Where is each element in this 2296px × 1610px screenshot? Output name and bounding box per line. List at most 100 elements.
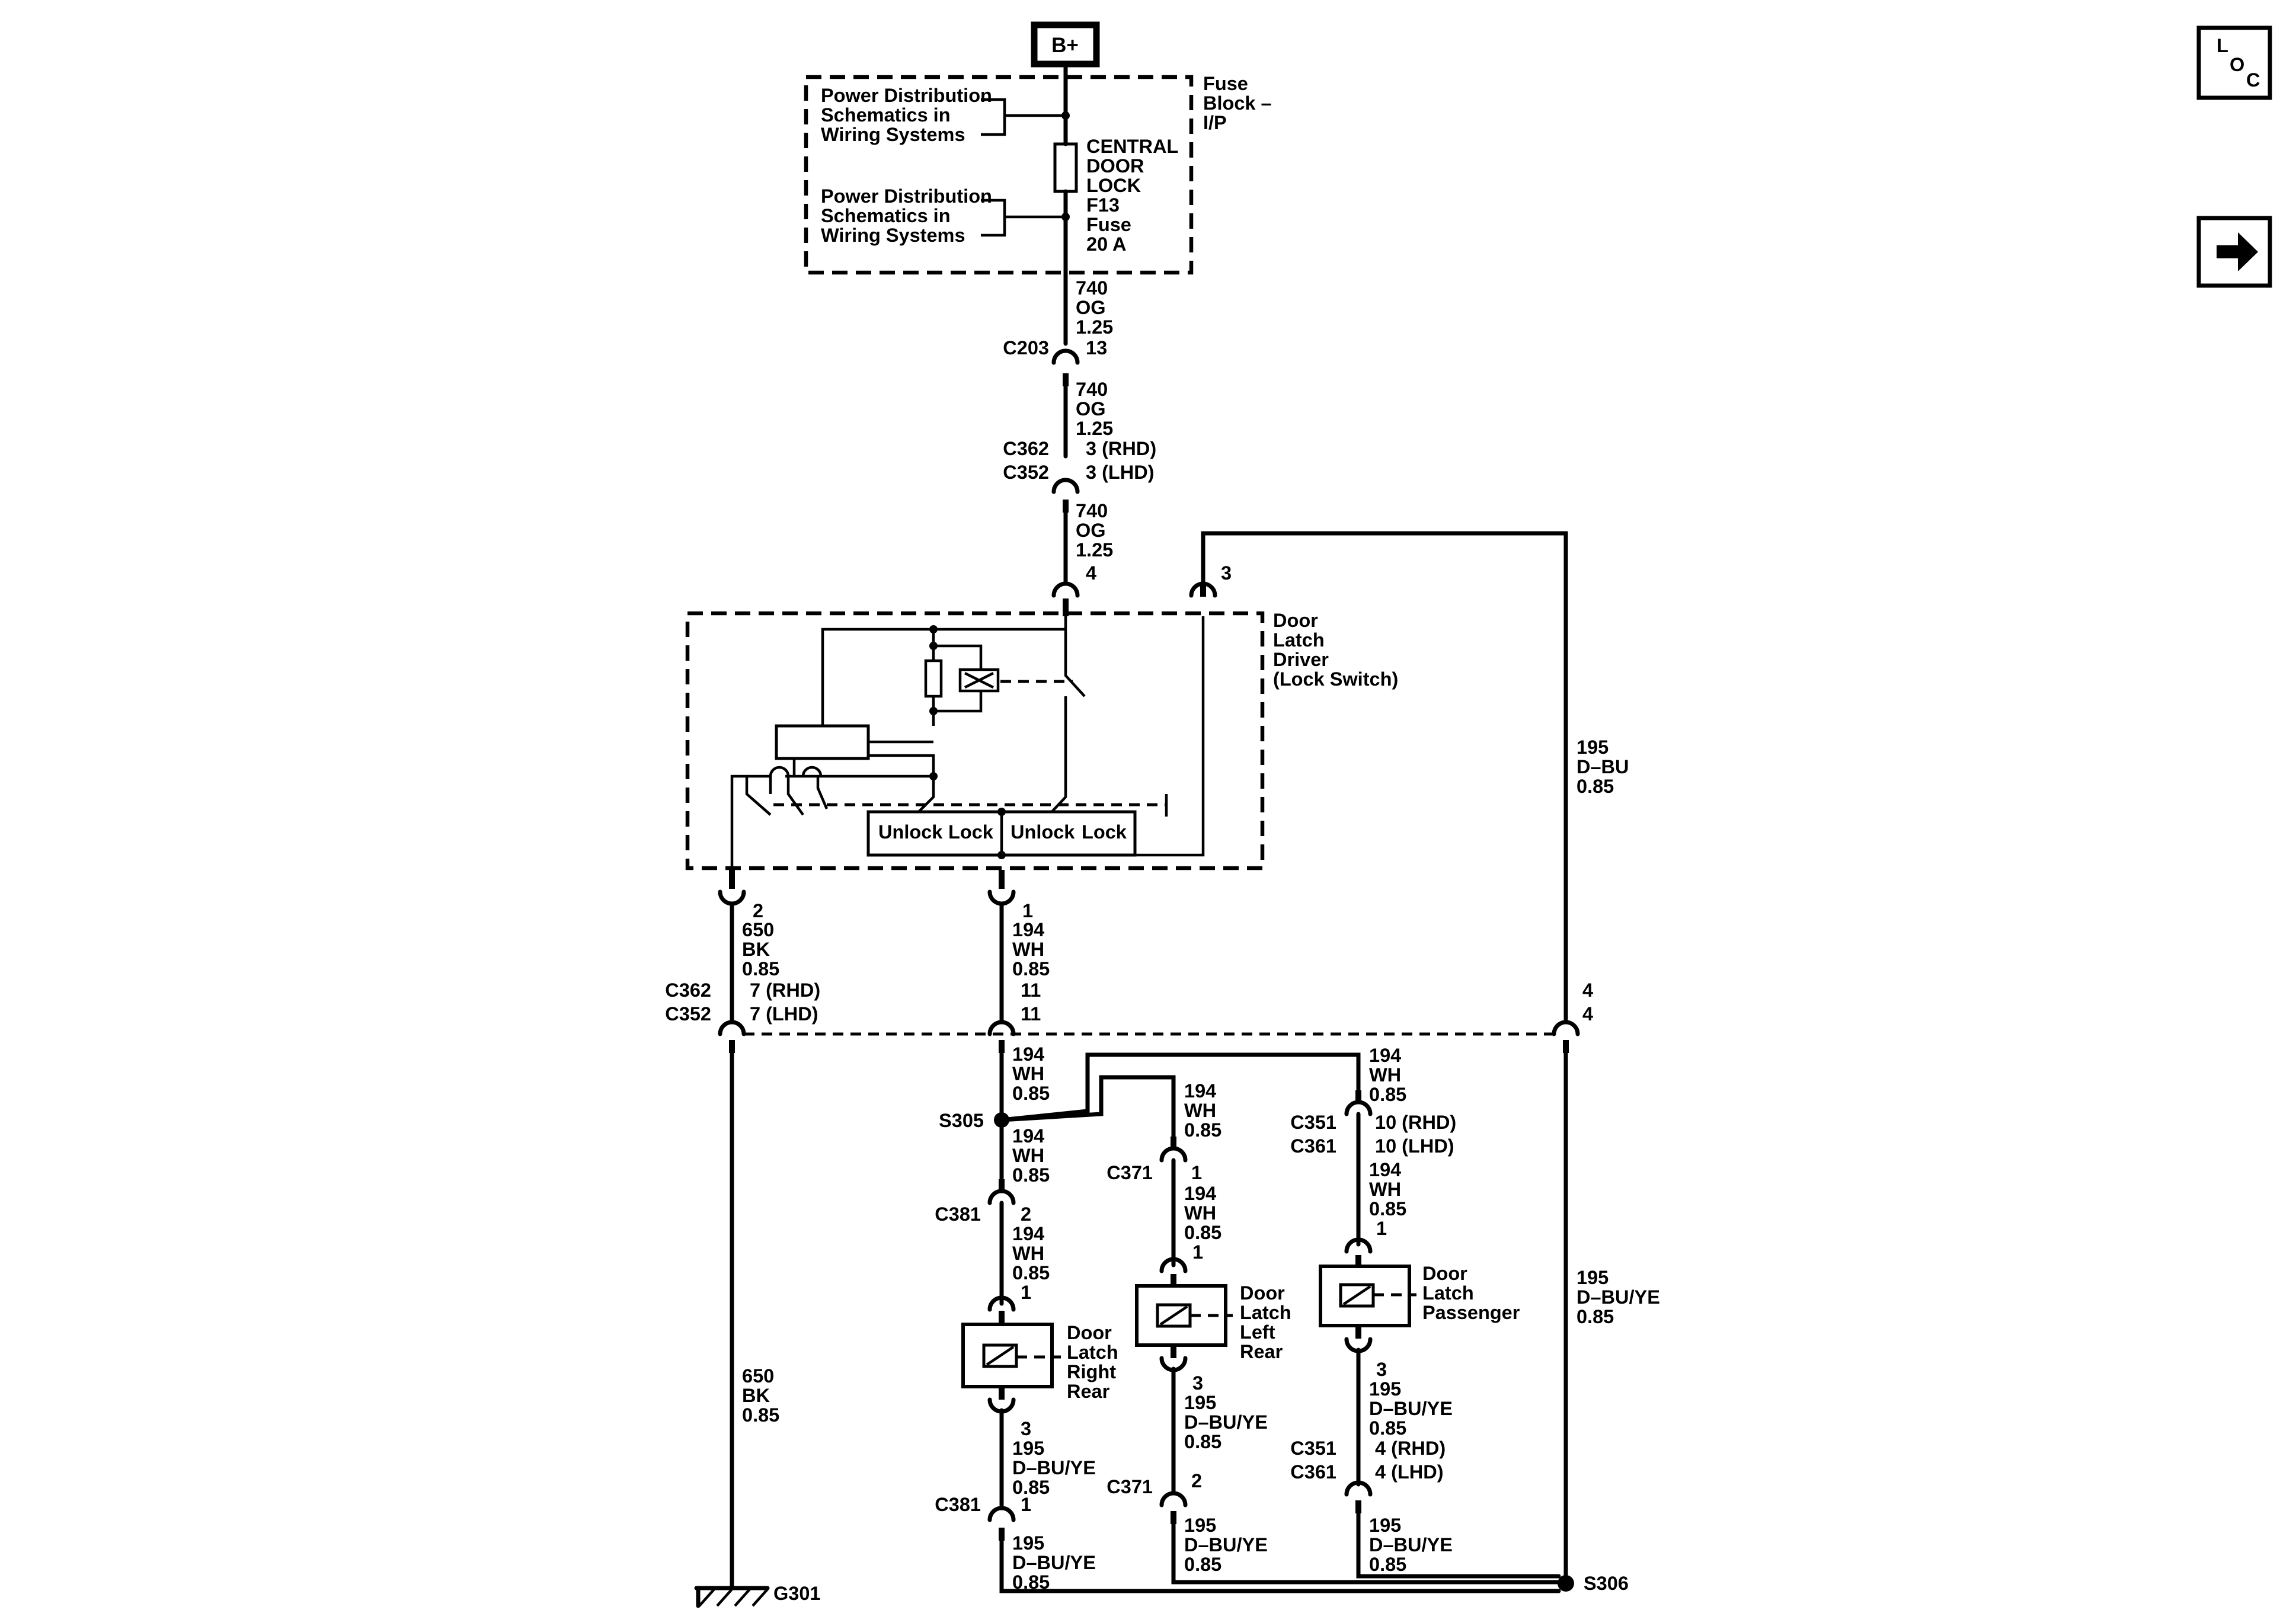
c351-upper-pin: 10 (RHD)	[1375, 1112, 1456, 1133]
p-pin3: 3	[1376, 1359, 1387, 1380]
power-distribution-ref-2: Power Distribution Schematics in Wiring …	[821, 185, 997, 246]
connector-c203: C203 13	[1003, 337, 1107, 386]
loc-letter-o: O	[2230, 54, 2244, 75]
wire-195-rr-label-b: 195 D–BU/YE 0.85	[1012, 1532, 1101, 1593]
c351-lower-label: C351	[1290, 1438, 1336, 1459]
fuse-block: Fuse Block – I/P Power Distribution Sche…	[804, 73, 1277, 275]
rr-pin3: 3	[1021, 1418, 1031, 1439]
connector-c362-c352-lower: C362 C352 7 (RHD) 7 (LHD) 11 11 4 4	[665, 980, 1593, 1053]
branch-left-rear: C371 1 194 WH 0.85 1 Door Latch Left Rea…	[1107, 1137, 1561, 1585]
c381-upper-pin: 2	[1021, 1204, 1031, 1225]
c362-upper-label: C362	[1003, 438, 1049, 459]
c352-upper-label: C352	[1003, 462, 1049, 483]
c352-lower-label: C352	[665, 1003, 711, 1025]
c352-lower-pin-a: 7 (LHD)	[750, 1003, 818, 1025]
driver-pin3: 3	[1221, 562, 1232, 584]
fuse-block-name: Fuse Block – I/P	[1203, 73, 1277, 133]
lr-pin3: 3	[1192, 1372, 1203, 1394]
loc-icon[interactable]: L O C	[2196, 25, 2272, 100]
wire-195-lr-label-b: 195 D–BU/YE 0.85	[1184, 1515, 1273, 1575]
c361-lower-label: C361	[1290, 1461, 1336, 1483]
ground-g301: G301	[694, 1583, 821, 1608]
wire-195-dbu-label: 195 D–BU 0.85	[1576, 737, 1635, 797]
c362-lower-pin-b: 11	[1021, 980, 1041, 1001]
wire-195-dbuye-label: 195 D–BU/YE 0.85	[1576, 1267, 1665, 1327]
c361-upper-label: C361	[1290, 1135, 1336, 1157]
wire-194-label-b: 194 WH 0.85	[1012, 1044, 1050, 1104]
c381-lower-pin: 1	[1021, 1494, 1031, 1515]
c352-lower-pin-b: 11	[1021, 1003, 1041, 1025]
c381-upper-label: C381	[935, 1204, 981, 1225]
driver-pin4: 4	[1086, 562, 1096, 584]
door-latch-passenger-label: Door Latch Passenger	[1422, 1263, 1520, 1323]
c381-lower-label: C381	[935, 1494, 981, 1515]
c203-pin: 13	[1086, 337, 1107, 359]
lr-pin1: 1	[1192, 1241, 1203, 1263]
switch-label-unlock-2: Unlock	[1011, 821, 1075, 843]
branch-passenger: C351 C361 10 (RHD) 10 (LHD) 194 WH 0.85 …	[1290, 1090, 1561, 1579]
wire-740-label-b: 740 OG 1.25	[1076, 379, 1113, 439]
fuse-f13-label: CENTRAL DOOR LOCK F13 Fuse 20 A	[1086, 136, 1184, 255]
loc-letter-c: C	[2246, 69, 2260, 91]
power-distribution-ref-1: Power Distribution Schematics in Wiring …	[821, 85, 997, 145]
c352-lower-pin-c: 4	[1582, 1003, 1593, 1025]
driver-connector-top: 4 3	[1051, 562, 1232, 616]
c371-lower-pin: 2	[1191, 1470, 1202, 1491]
driver-pin2: 2	[753, 900, 763, 921]
right-arrow-icon[interactable]	[2196, 216, 2272, 288]
driver-connector-bottom: 2 1	[718, 870, 1033, 921]
wire-650-label-b: 650 BK 0.85	[742, 1365, 779, 1426]
wire-195-dbu: 195 D–BU 0.85	[1201, 531, 1635, 1022]
g301-label: G301	[773, 1583, 821, 1604]
c371-upper-pin: 1	[1191, 1162, 1202, 1183]
rr-pin1: 1	[1021, 1282, 1031, 1303]
fuse-f13	[1053, 142, 1078, 193]
wire-194-label-a: 194 WH 0.85	[1012, 919, 1050, 980]
wire-194-label-c: 194 WH 0.85	[1012, 1125, 1050, 1186]
wire-740-label-a: 740 OG 1.25	[1076, 277, 1113, 338]
c361-upper-pin: 10 (LHD)	[1375, 1135, 1454, 1157]
c203-label: C203	[1003, 337, 1049, 359]
door-latch-right-rear-label: Door Latch Right Rear	[1067, 1322, 1124, 1402]
switch-label-lock-1: Lock	[948, 821, 994, 843]
door-latch-driver: Door Latch Driver (Lock Switch)	[685, 610, 1398, 889]
door-latch-left-rear-label: Door Latch Left Rear	[1240, 1282, 1297, 1362]
wire-194-label-e: 194 WH 0.85	[1184, 1080, 1221, 1141]
c361-lower-pin: 4 (LHD)	[1375, 1461, 1444, 1483]
wire-194-label-g: 194 WH 0.85	[1369, 1045, 1406, 1105]
wire-650-label-a: 650 BK 0.85	[742, 919, 779, 980]
p-pin1: 1	[1376, 1218, 1387, 1239]
c371-lower-label: C371	[1107, 1476, 1153, 1497]
door-latch-driver-label: Door Latch Driver (Lock Switch)	[1273, 610, 1398, 690]
wire-194-label-h: 194 WH 0.85	[1369, 1159, 1406, 1219]
splice-s306	[1558, 1575, 1574, 1592]
s306-label: S306	[1584, 1573, 1629, 1594]
wire-194-label-f: 194 WH 0.85	[1184, 1183, 1221, 1243]
c362-lower-label: C362	[665, 980, 711, 1001]
wire-195-lr-label-a: 195 D–BU/YE 0.85	[1184, 1392, 1273, 1452]
wire-740-og: 740 OG 1.25 740 OG 1.25 740 OG 1.25	[1063, 62, 1113, 586]
wire-194-label-d: 194 WH 0.85	[1012, 1223, 1050, 1283]
splice-s305: S305 194 WH 0.85 194 WH 0.85 194 WH 0.85…	[939, 1044, 1406, 1186]
c362-lower-pin-c: 4	[1582, 980, 1593, 1001]
c362-lower-pin-a: 7 (RHD)	[750, 980, 820, 1001]
battery-label: B+	[1051, 34, 1079, 57]
wire-195-dbuye-trunk: 195 D–BU/YE 0.85 S306	[1558, 1044, 1665, 1594]
driver-pin1: 1	[1022, 900, 1033, 921]
c362-upper-pin: 3 (RHD)	[1086, 438, 1156, 459]
connector-c362-c352-upper: C362 C352 3 (RHD) 3 (LHD)	[1003, 438, 1156, 513]
wire-650-bk: 650 BK 0.85 650 BK 0.85	[730, 901, 779, 1590]
wire-195-p-label-b: 195 D–BU/YE 0.85	[1369, 1515, 1458, 1575]
wire-195-p-label-a: 195 D–BU/YE 0.85	[1369, 1378, 1458, 1439]
c351-lower-pin: 4 (RHD)	[1375, 1438, 1446, 1459]
switch-label-unlock-1: Unlock	[878, 821, 943, 843]
c371-upper-label: C371	[1107, 1162, 1153, 1183]
wire-740-label-c: 740 OG 1.25	[1076, 500, 1113, 561]
switch-label-lock-2: Lock	[1082, 821, 1127, 843]
branch-right-rear: C381 2 194 WH 0.85 1 Door Latch Right Re…	[935, 1179, 1561, 1593]
loc-letter-l: L	[2217, 35, 2228, 56]
wire-195-rr-label-a: 195 D–BU/YE 0.85	[1012, 1438, 1101, 1498]
c352-upper-pin: 3 (LHD)	[1086, 462, 1155, 483]
c351-upper-label: C351	[1290, 1112, 1336, 1133]
